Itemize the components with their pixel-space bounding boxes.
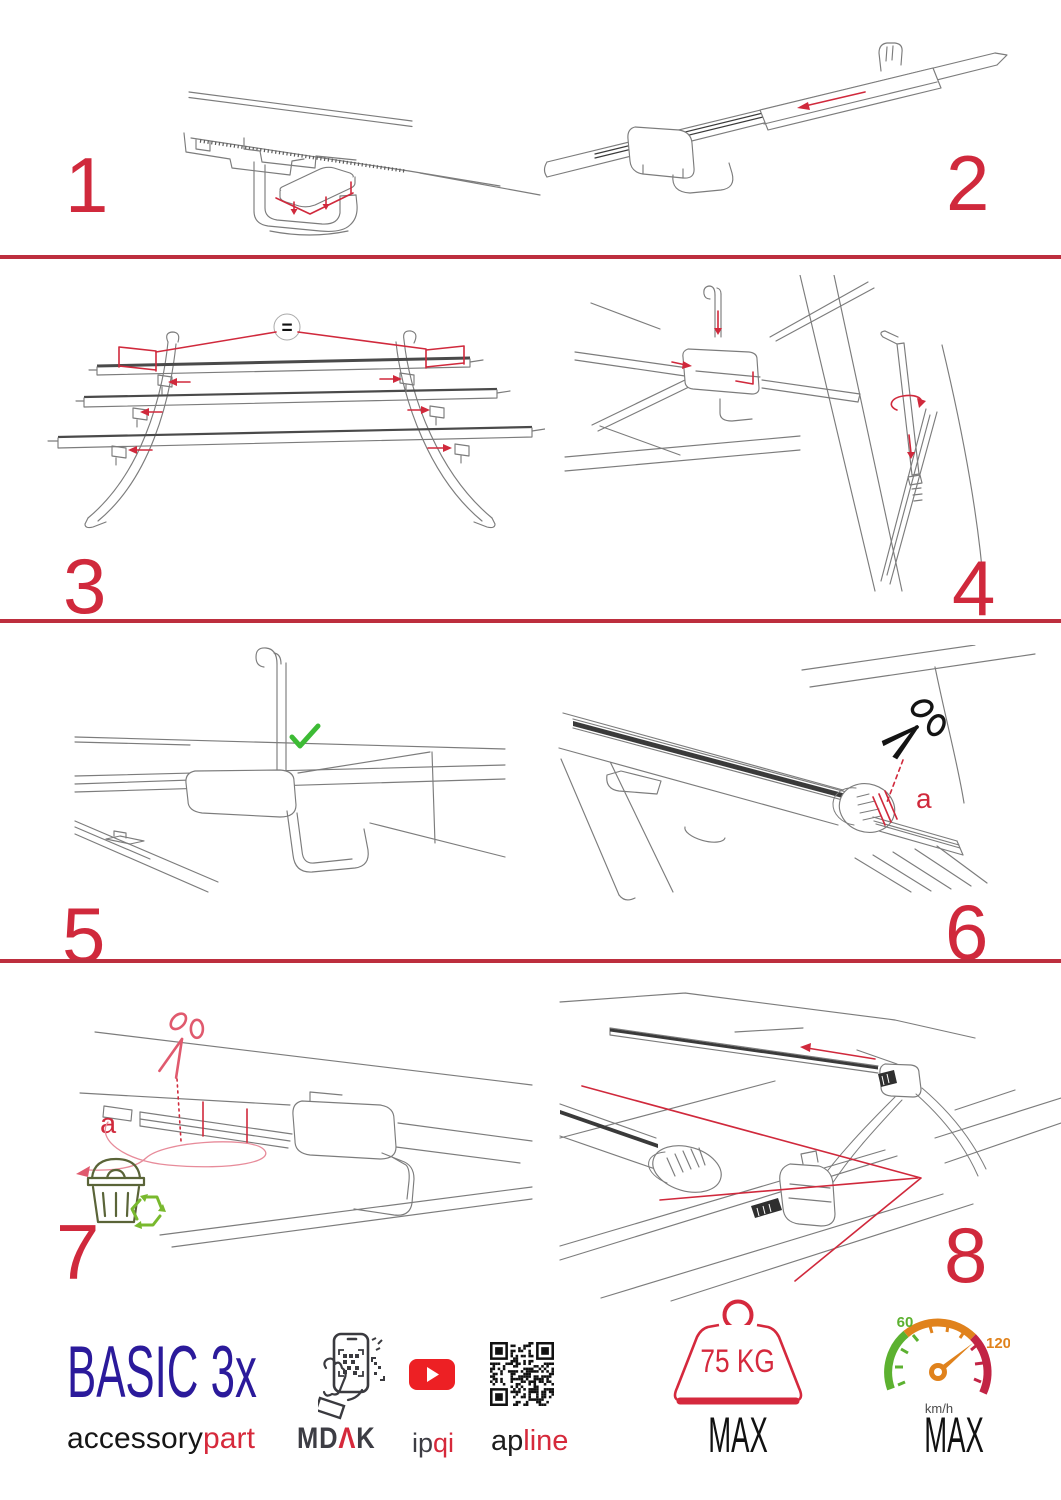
speedometer-icon: 60 120 km/h	[884, 1314, 1010, 1416]
scissors-red-icon	[158, 1012, 205, 1079]
step-7-number: 7	[56, 1208, 100, 1296]
step-4-number: 4	[952, 544, 996, 632]
check-icon	[289, 723, 321, 749]
step-3-number: 3	[63, 542, 107, 630]
speed-high-label: 120	[986, 1335, 1010, 1352]
equal-badge	[273, 313, 301, 341]
brand-red: part	[202, 1422, 256, 1455]
qr-code-icon	[490, 1342, 554, 1406]
step-2-number: 2	[946, 139, 990, 227]
step-7-illustration: a	[76, 1012, 533, 1248]
separator-1	[0, 255, 1061, 259]
step-8-illustration	[559, 992, 1061, 1302]
trash-recycle-icon	[86, 1157, 166, 1229]
ipqi-black: ip	[412, 1428, 434, 1458]
scissors-icon	[881, 699, 946, 760]
brand-mdak: MDΛK	[297, 1424, 375, 1454]
cut-label-a: a	[916, 783, 932, 814]
brand-black: accessory	[67, 1422, 203, 1455]
step-6-illustration: a	[558, 645, 1036, 901]
cut-label-a7: a	[100, 1108, 117, 1140]
step-4-illustration	[564, 275, 985, 592]
separator-3	[0, 959, 1061, 963]
weight-limit-icon: 75 KG	[673, 1299, 803, 1405]
mdak-post: K	[356, 1422, 376, 1455]
equal-label: =	[281, 318, 292, 339]
speed-unit-label: km/h	[925, 1401, 953, 1416]
step-8-number: 8	[944, 1211, 988, 1299]
mdak-lambda: Λ	[338, 1422, 357, 1455]
speed-max-label: MAX	[924, 1407, 984, 1463]
speed-low-label: 60	[897, 1314, 914, 1331]
step-6-number: 6	[945, 888, 989, 976]
step-1-illustration	[183, 91, 541, 236]
phone-scan-icon	[318, 1332, 385, 1420]
brand-apline: apline	[491, 1427, 568, 1456]
brand-accessorypart: accessorypart	[67, 1424, 255, 1454]
weight-max-label: MAX	[708, 1407, 768, 1463]
youtube-icon	[409, 1359, 455, 1390]
brand-ipqi: ipqi	[412, 1430, 454, 1457]
separator-2	[0, 619, 1061, 623]
mdak-pre: MD	[297, 1422, 339, 1455]
ipqi-red: qi	[433, 1428, 455, 1458]
product-name: BASIC 3x	[67, 1332, 257, 1413]
slide-arrow	[804, 91, 866, 107]
step-1-number: 1	[65, 141, 109, 229]
apline-red: line	[523, 1425, 569, 1457]
step-5-illustration	[74, 647, 506, 893]
step-3-illustration: =	[47, 313, 545, 529]
apline-black: ap	[491, 1425, 524, 1457]
step-2-illustration	[543, 42, 1008, 194]
weight-value-label: 75 KG	[700, 1345, 774, 1380]
